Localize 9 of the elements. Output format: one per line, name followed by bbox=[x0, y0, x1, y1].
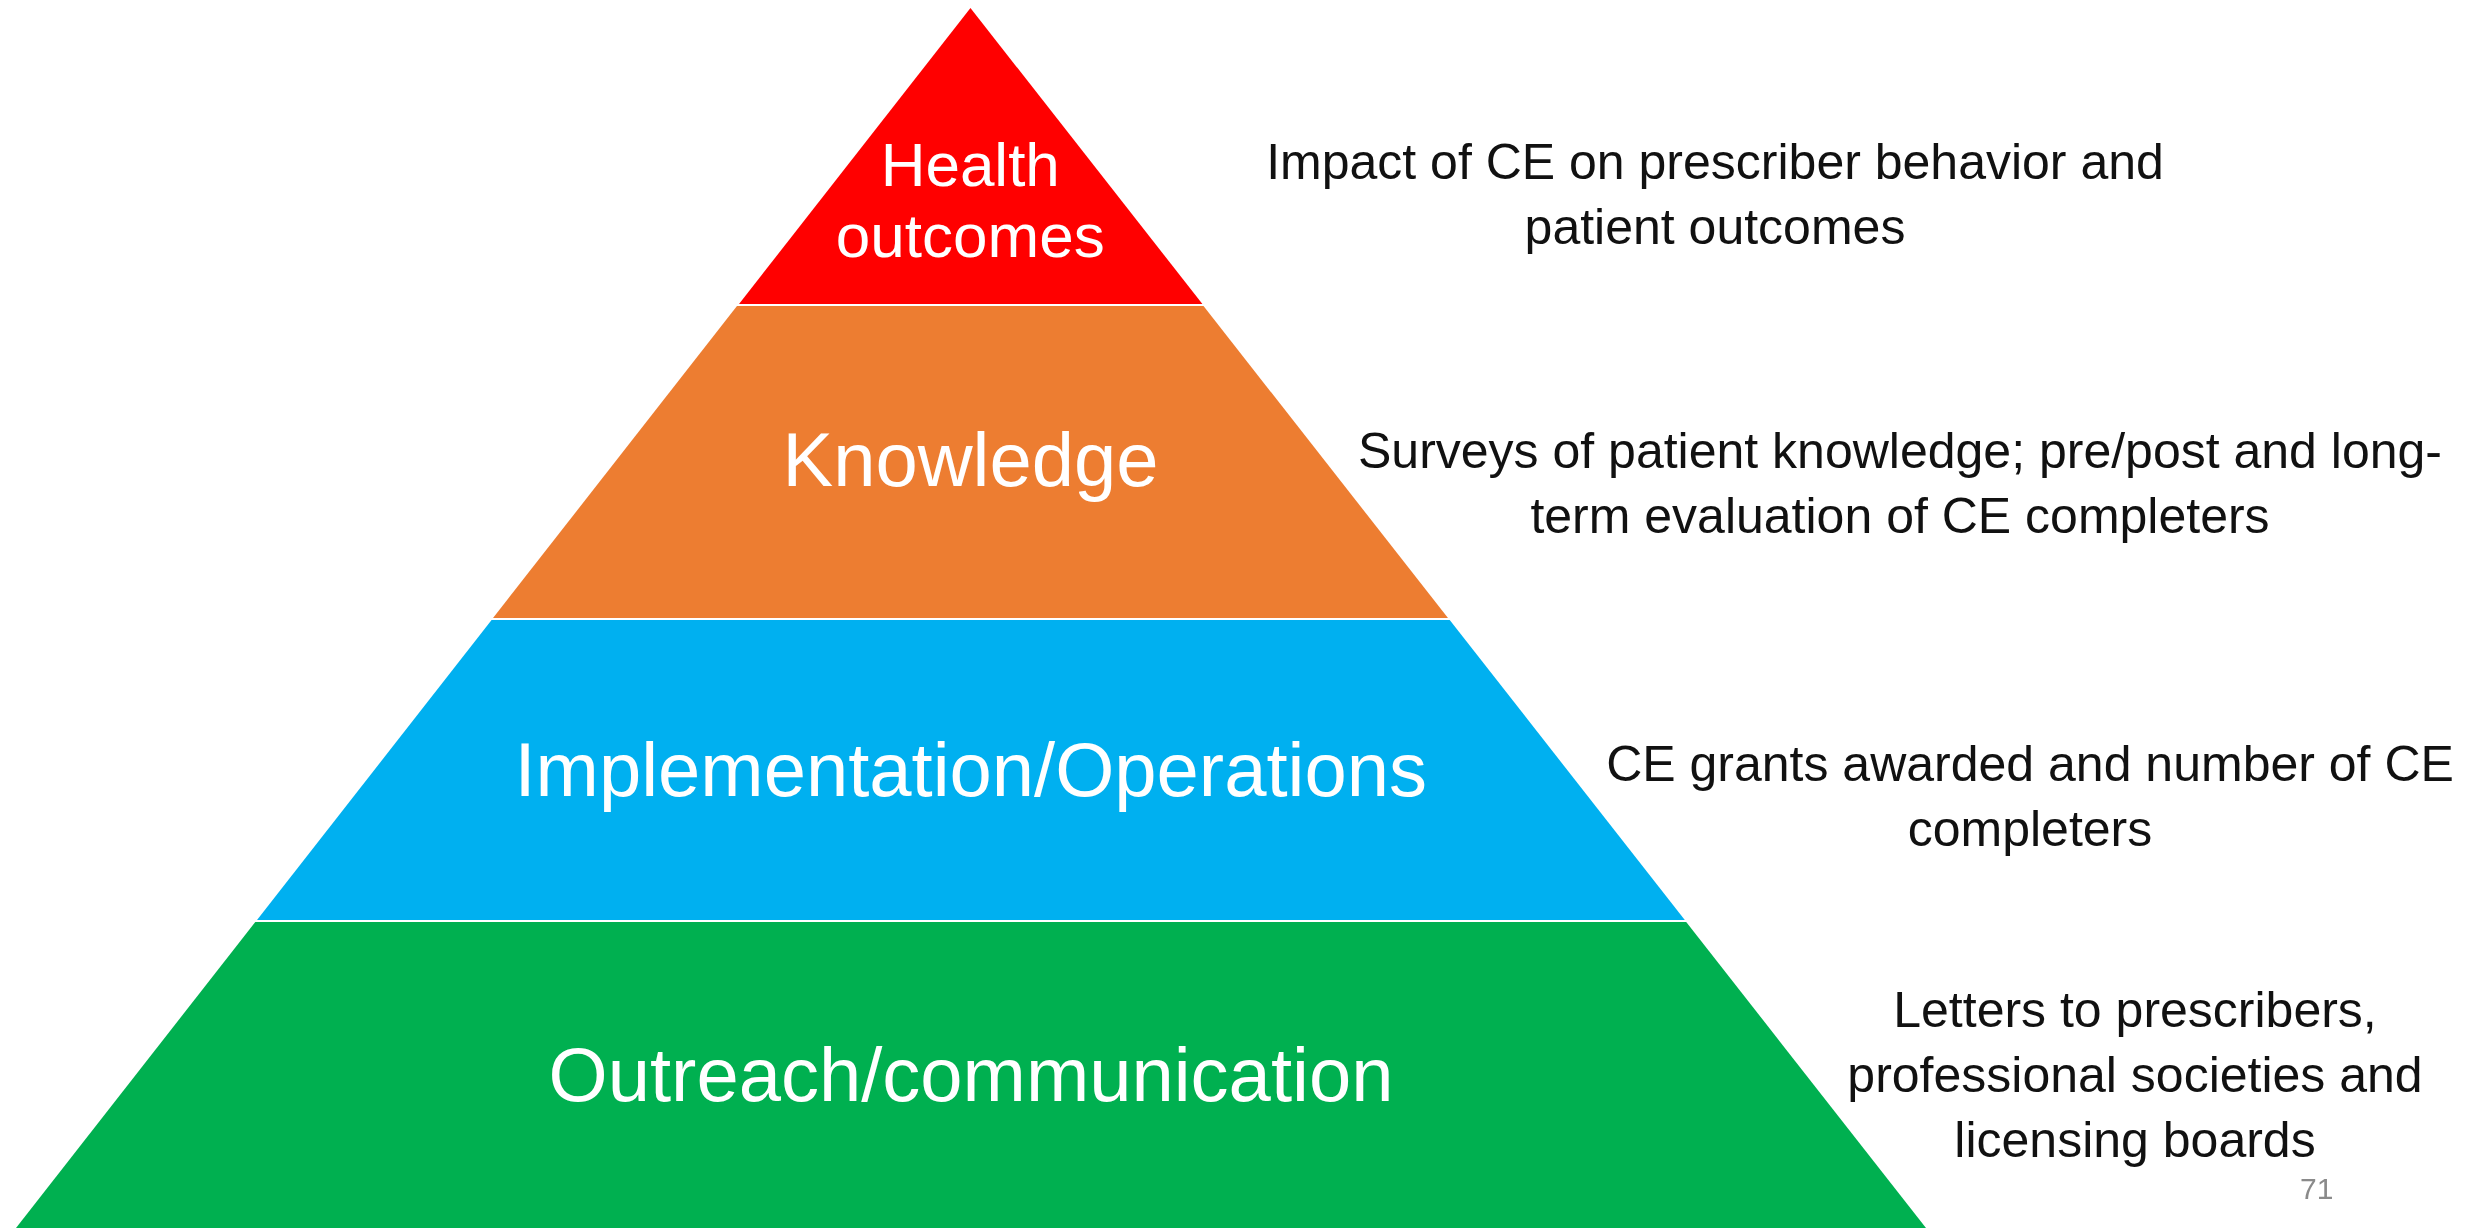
tier-description: CE grants awarded and number of CE completers bbox=[1605, 735, 2455, 859]
tier-label: Outreach/communication bbox=[547, 1031, 1395, 1119]
tier-label: Knowledge bbox=[781, 416, 1160, 504]
tier-label: Implementation/Operations bbox=[513, 726, 1428, 814]
tier-description: Impact of CE on prescriber behavior and patient outcomes bbox=[1265, 133, 2165, 257]
tier-description: Surveys of patient knowledge; pre/post and long-term evaluation of CE completers bbox=[1357, 422, 2443, 546]
tier-description: Letters to prescribers, professional societies and licensing boards bbox=[1846, 980, 2424, 1170]
page-number: 71 bbox=[2300, 1172, 2334, 1206]
tier-label: Health outcomes bbox=[834, 128, 1106, 272]
